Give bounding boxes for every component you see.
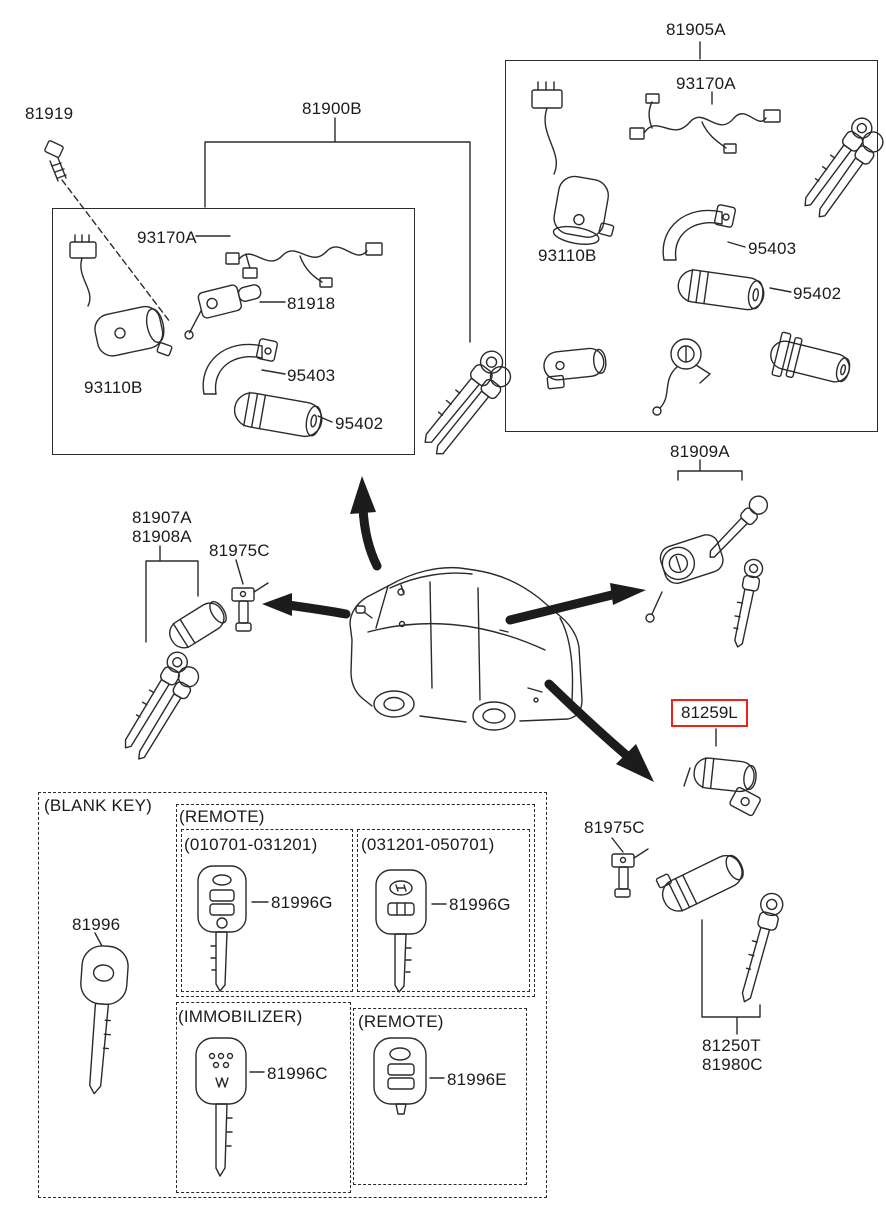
leader-lines [61, 41, 792, 1079]
blank-key-icon [80, 945, 129, 1095]
part-number-95403-left[interactable]: 95403 [287, 366, 336, 385]
lock-cylinder-right-icon [677, 269, 765, 311]
assembly-box-81900B [52, 208, 415, 455]
part-number-93110B-left[interactable]: 93110B [84, 378, 143, 397]
wiring-harness-right-icon [629, 93, 781, 154]
section-header-remote-e: (REMOTE) [358, 1012, 444, 1031]
clip-lower-icon [611, 848, 649, 898]
part-number-81996G-late[interactable]: 81996G [449, 895, 511, 914]
tailgate-lock-icon [655, 854, 784, 1003]
part-number-93170A-left[interactable]: 93170A [137, 228, 197, 247]
part-number-81907A[interactable]: 81907A [132, 508, 192, 527]
van-illustration [349, 566, 583, 731]
part-number-95402-left[interactable]: 95402 [335, 414, 384, 433]
panel-remote-group [176, 804, 535, 997]
part-number-81919[interactable]: 81919 [25, 104, 74, 123]
part-number-81975C-lower[interactable]: 81975C [584, 818, 645, 837]
small-switch-icon [543, 347, 607, 390]
part-number-81908A[interactable]: 81908A [132, 527, 192, 546]
part-number-81905A[interactable]: 81905A [666, 20, 726, 39]
part-number-81996G-early[interactable]: 81996G [271, 893, 333, 912]
lock-cylinder-small-icon [770, 331, 851, 383]
date-range-late: (031201-050701) [361, 835, 495, 854]
lock-cylinder-left-icon [233, 391, 323, 438]
remote-fob-icon [373, 1037, 427, 1115]
remote-key-late-icon [375, 869, 427, 993]
part-number-93110B-right[interactable]: 93110B [538, 246, 597, 265]
keys-81900B-icon [424, 350, 512, 455]
clamp-right-icon [662, 204, 737, 261]
assembly-box-81905A [505, 60, 878, 432]
remote-key-early-icon [197, 865, 247, 992]
bolt-icon [44, 140, 67, 182]
part-number-95403-right[interactable]: 95403 [748, 239, 797, 258]
part-number-93170A-right[interactable]: 93170A [676, 74, 736, 93]
part-number-81918[interactable]: 81918 [287, 294, 336, 313]
switch-assembly-icon [184, 284, 262, 340]
part-number-81980C[interactable]: 81980C [702, 1055, 763, 1074]
panel-remote-e [353, 1008, 527, 1185]
part-number-81900B[interactable]: 81900B [302, 99, 362, 118]
fuel-lid-lock-icon [683, 757, 761, 817]
section-header-immobilizer: (IMMOBILIZER) [178, 1007, 303, 1026]
part-number-81996[interactable]: 81996 [72, 915, 121, 934]
part-number-95402-right[interactable]: 95402 [793, 284, 842, 303]
lock-with-cable-icon [652, 338, 711, 416]
wiring-harness-left-icon [225, 242, 383, 288]
part-number-81259L-highlighted[interactable]: 81259L [671, 699, 748, 727]
arrow-heads [262, 476, 654, 782]
date-range-early: (010701-031201) [184, 835, 318, 854]
part-number-81250T[interactable]: 81250T [702, 1036, 761, 1055]
door-lock-left-icon [124, 600, 227, 760]
panel-immobilizer [176, 1002, 351, 1193]
panel-remote-range-b [357, 829, 530, 992]
clip-upper-icon [231, 582, 269, 632]
immobilizer-key-icon [195, 1037, 247, 1177]
part-number-81975C-upper[interactable]: 81975C [209, 541, 270, 560]
section-header-remote: (REMOTE) [179, 807, 265, 826]
keys-81905A-icon [804, 117, 884, 218]
direction-arrows [283, 503, 637, 765]
ignition-switch-right-icon [531, 81, 615, 245]
ignition-switch-left-icon [69, 234, 173, 357]
door-lock-right-icon [645, 495, 769, 648]
part-number-81996C[interactable]: 81996C [267, 1064, 328, 1083]
part-number-81996E[interactable]: 81996E [447, 1070, 507, 1089]
panel-blank-key [38, 792, 547, 1198]
clamp-left-icon [202, 338, 279, 395]
panel-remote-range-a [181, 829, 353, 992]
part-number-81909A[interactable]: 81909A [670, 442, 730, 461]
section-header-blank-key: (BLANK KEY) [44, 796, 153, 815]
